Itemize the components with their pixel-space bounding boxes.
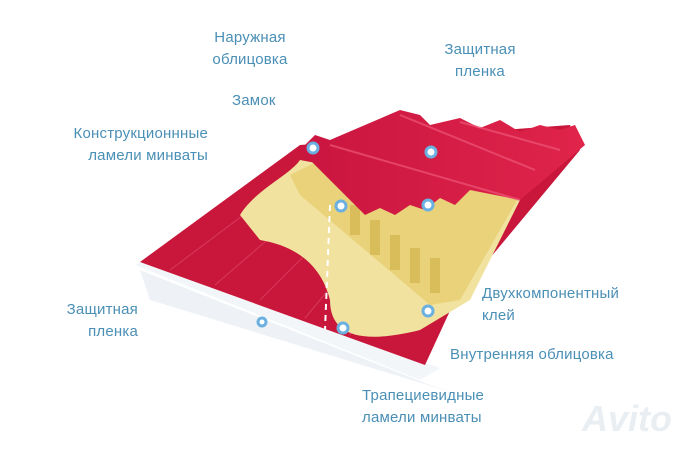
lamella — [410, 248, 420, 283]
label-line: ламели минваты — [88, 147, 208, 164]
marker-dot[interactable] — [256, 316, 268, 328]
marker-dot[interactable] — [334, 199, 348, 213]
lamella — [350, 205, 360, 235]
lamella — [370, 220, 380, 255]
label-lock: Замок — [232, 92, 276, 109]
label-line: Защитная — [444, 41, 516, 58]
label-outer-cladding: Наружная облицовка — [200, 27, 300, 71]
label-line: облицовка — [212, 51, 288, 68]
label-line: пленка — [88, 323, 138, 340]
marker-dot[interactable] — [336, 321, 350, 335]
lamella — [430, 258, 440, 293]
label-protective-film-top: Защитная пленка — [430, 39, 530, 83]
marker-dot[interactable] — [421, 304, 435, 318]
label-trapezoid-lamellae: Трапециевидные ламели минваты — [362, 385, 484, 429]
marker-dot[interactable] — [424, 145, 438, 159]
lock-dash-line — [324, 204, 331, 331]
marker-dot[interactable] — [306, 141, 320, 155]
label-structural-lamellae: Конструкционнные ламели минваты — [40, 123, 208, 167]
label-line: пленка — [455, 63, 505, 80]
film-sheet-under — [135, 258, 440, 380]
avito-logo-icon: Avito — [582, 398, 672, 439]
label-line: Защитная — [66, 301, 138, 318]
label-line: Двухкомпонентный — [482, 285, 620, 302]
label-two-component-glue: Двухкомпонентный клей — [482, 283, 619, 327]
label-line: клей — [482, 307, 516, 324]
label-inner-cladding: Внутренняя облицовка — [450, 346, 614, 363]
label-protective-film-bottom: Защитная пленка — [40, 299, 138, 343]
label-line: ламели минваты — [362, 409, 482, 426]
label-line: Наружная — [214, 29, 286, 46]
label-line: Трапециевидные — [362, 387, 485, 404]
lamella — [390, 235, 400, 270]
marker-dot[interactable] — [421, 198, 435, 212]
label-line: Конструкционнные — [73, 125, 208, 142]
